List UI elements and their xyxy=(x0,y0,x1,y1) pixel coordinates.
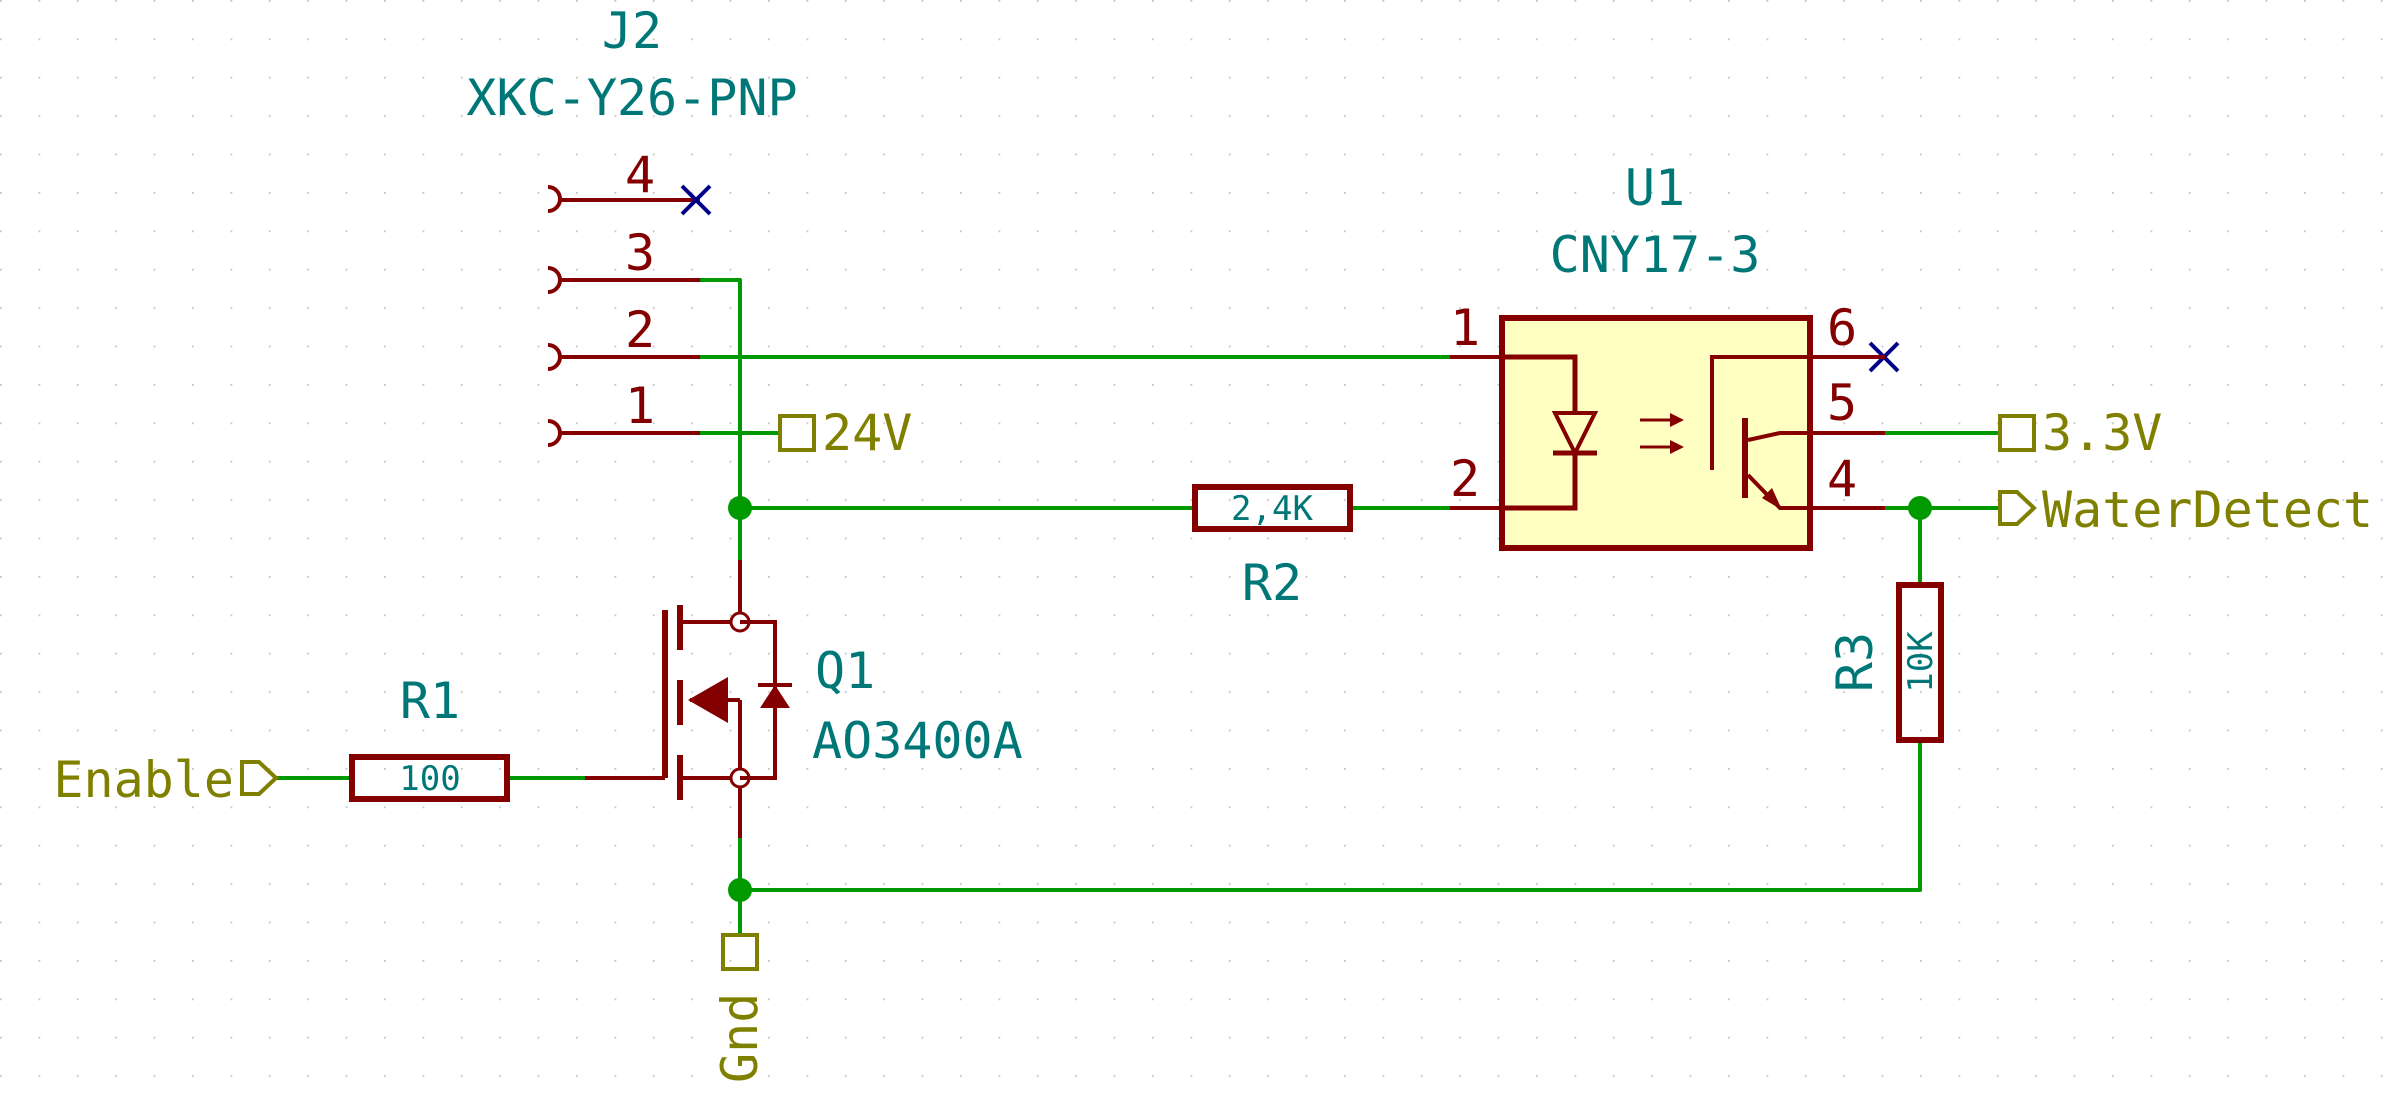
wires xyxy=(273,278,2002,937)
output-port-icon xyxy=(1998,490,2037,526)
u1-led-anode-lead xyxy=(1502,354,1578,413)
resistor-r2[interactable]: 2,4K R2 xyxy=(1192,484,1353,612)
u1-pin-num: 4 xyxy=(1827,450,1857,508)
resistor-r1[interactable]: 100 R1 xyxy=(349,672,510,802)
u1-pin-num: 5 xyxy=(1827,374,1857,432)
connector-j2[interactable]: J2 XKC-Y26-PNP 4 3 2 1 xyxy=(466,2,798,447)
r1-value: 100 xyxy=(399,759,460,799)
label-3v3-text: 3.3V xyxy=(2042,404,2162,462)
input-port-icon xyxy=(240,760,279,796)
junction-dot xyxy=(1908,496,1932,520)
label-3v3[interactable]: 3.3V xyxy=(1998,404,2162,462)
label-gnd-text: Gnd xyxy=(711,993,769,1083)
r2-ref: R2 xyxy=(1242,554,1302,612)
optocoupler-u1[interactable]: U1 CNY17-3 1 2 6 5 4 xyxy=(1450,159,1885,551)
r2-value: 2,4K xyxy=(1231,489,1313,529)
passive-port-icon xyxy=(1998,414,2036,452)
label-24v-text: 24V xyxy=(822,404,912,462)
light-arrows-icon xyxy=(1640,413,1684,454)
j2-pin-num: 4 xyxy=(625,146,655,204)
u1-ref: U1 xyxy=(1625,159,1685,217)
j2-value: XKC-Y26-PNP xyxy=(466,69,797,127)
r1-body xyxy=(349,754,510,802)
diode-icon xyxy=(760,685,790,708)
label-24v[interactable]: 24V xyxy=(778,404,912,462)
junction-dot xyxy=(728,878,752,902)
label-gnd[interactable]: Gnd xyxy=(711,933,769,1083)
j2-ref: J2 xyxy=(602,2,662,60)
u1-pin-num: 1 xyxy=(1450,299,1480,357)
label-waterdetect-text: WaterDetect xyxy=(2042,481,2373,539)
r2-body xyxy=(1192,484,1353,532)
junction-dot xyxy=(728,496,752,520)
passive-port-icon xyxy=(721,933,759,971)
q1-value: AO3400A xyxy=(812,712,1023,770)
mosfet-q1[interactable]: Q1 AO3400A xyxy=(585,560,1023,838)
u1-body xyxy=(1499,315,1813,551)
j2-pin-num: 1 xyxy=(625,377,655,435)
u1-value: CNY17-3 xyxy=(1550,226,1761,284)
passive-port-icon xyxy=(778,414,816,452)
no-connect-marker xyxy=(680,184,712,216)
u1-led-cathode-lead xyxy=(1502,453,1578,511)
arrow-icon xyxy=(688,677,728,723)
label-enable-text: Enable xyxy=(53,751,234,809)
r3-body xyxy=(1896,582,1944,743)
label-waterdetect[interactable]: WaterDetect xyxy=(1998,481,2373,539)
r3-ref: R3 xyxy=(1826,632,1884,692)
q1-ref: Q1 xyxy=(815,642,875,700)
r3-value: 10K xyxy=(1901,631,1941,693)
j2-pin-num: 2 xyxy=(625,301,655,359)
phototransistor-icon xyxy=(1710,355,1810,510)
r1-ref: R1 xyxy=(400,672,460,730)
u1-pin-num: 2 xyxy=(1450,450,1480,508)
resistor-r3[interactable]: 10K R3 xyxy=(1826,582,1944,743)
wire-r3-to-gnd-node xyxy=(738,738,1922,892)
label-enable[interactable]: Enable xyxy=(53,751,279,809)
led-icon xyxy=(1551,411,1599,458)
u1-pin-num: 6 xyxy=(1827,299,1857,357)
j2-pin-num: 3 xyxy=(625,224,655,282)
